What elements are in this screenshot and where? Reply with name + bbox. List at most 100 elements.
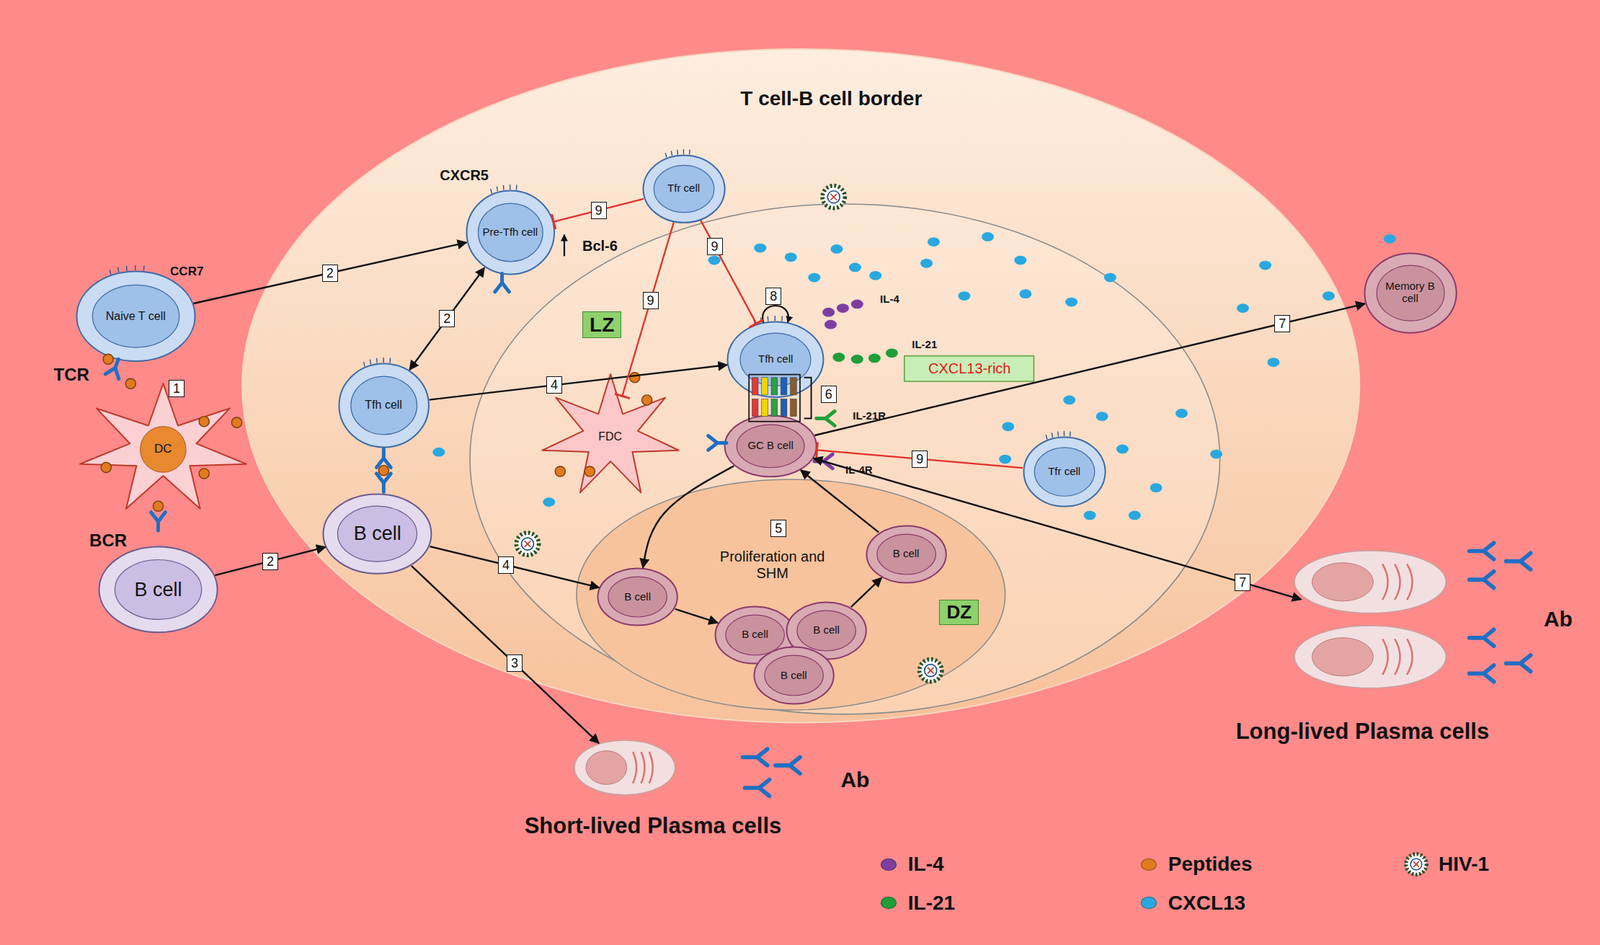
tfr-cell-text: Tfr cell	[667, 182, 700, 195]
inhibition-line	[553, 198, 644, 222]
path	[109, 270, 111, 275]
legend-text: CXCL13	[1168, 891, 1246, 915]
use	[1469, 571, 1495, 589]
use	[1063, 395, 1076, 406]
il21-dots	[832, 348, 899, 364]
cxcl13-dots	[432, 232, 1396, 520]
receptor-name: IL-4R	[845, 463, 873, 476]
use	[784, 252, 798, 262]
text-holder: DZ	[939, 599, 979, 625]
path	[640, 751, 645, 784]
antibody-label: Ab	[840, 767, 870, 793]
ellipse	[1034, 446, 1095, 496]
text-holder: Short-lived Plasma cells	[524, 813, 782, 839]
ellipse	[350, 376, 417, 435]
label-holder: IL-21R	[852, 409, 886, 422]
ellipse	[323, 493, 432, 573]
gc-tfh-cell-text: Tfh cell	[758, 353, 793, 366]
dz-b-cell-text: B cell	[780, 669, 808, 682]
ellipse	[727, 321, 824, 398]
memory-b-cell-text: Memory B cell	[1380, 280, 1440, 305]
ellipse	[114, 560, 202, 620]
dendritic-cell-text: DC	[154, 441, 173, 456]
legend-text: IL-21	[908, 891, 955, 915]
text-holder: B cell	[624, 590, 651, 604]
path	[1382, 639, 1388, 676]
rect	[780, 377, 787, 395]
ellipse	[724, 415, 816, 477]
plasma1-shape	[573, 739, 677, 796]
use	[542, 497, 555, 507]
dendritic-cell: DC	[76, 381, 251, 517]
callout-number: 2	[322, 264, 339, 282]
use	[927, 237, 940, 247]
circle	[140, 425, 187, 473]
path	[126, 265, 128, 271]
label-holder: IL-21	[911, 338, 937, 351]
use	[151, 512, 166, 531]
arrow-line	[814, 303, 1366, 436]
arrow-line	[214, 547, 326, 576]
callout-number: 5	[770, 519, 787, 537]
light-zone-text: LZ	[582, 311, 622, 339]
ellipse	[642, 154, 725, 222]
ellipse	[797, 610, 857, 651]
callout-number: 8	[765, 287, 782, 305]
use	[516, 532, 539, 555]
edge-label-holder: 9	[590, 201, 607, 220]
receptor-name: IL-21R	[852, 409, 886, 422]
callout-number: 4	[498, 556, 514, 574]
cytokine-name: IL-21	[911, 338, 937, 351]
rect	[751, 377, 758, 395]
legend-text: IL-4	[908, 852, 945, 876]
g	[751, 377, 797, 417]
b-cell-text: B cell	[134, 578, 182, 601]
ellipse	[866, 525, 946, 583]
rect	[790, 377, 797, 395]
legend-text: HIV-1	[1438, 852, 1490, 876]
ellipse	[824, 320, 837, 330]
ellipse	[836, 303, 850, 313]
edge-label-holder: 9	[707, 237, 723, 256]
peptides	[100, 353, 653, 511]
use	[1019, 289, 1032, 299]
dz-b-cell: B cell	[865, 524, 948, 584]
callout-number: 9	[911, 450, 928, 468]
text-holder: Memory B cell	[1380, 280, 1440, 305]
path	[541, 374, 679, 493]
edge-label-holder: 2	[262, 552, 279, 571]
arrow-line	[411, 565, 599, 744]
path	[1406, 639, 1412, 676]
use	[1322, 291, 1335, 301]
arrow-line	[409, 267, 485, 370]
path	[676, 149, 679, 155]
callout-number: 3	[506, 654, 523, 672]
callout-number: 7	[1234, 573, 1251, 591]
use	[957, 291, 971, 301]
use	[1104, 273, 1117, 283]
edge-label-holder: 3	[506, 654, 523, 672]
legend-icon	[1403, 851, 1429, 877]
use	[1406, 854, 1428, 875]
ellipse	[242, 49, 1360, 723]
edge-label-holder: 4	[546, 376, 563, 394]
self-loop	[762, 305, 789, 323]
use	[1014, 255, 1027, 266]
use	[1150, 482, 1163, 493]
use	[753, 243, 767, 253]
use	[1096, 411, 1109, 421]
edge-label-holder: 7	[1274, 314, 1291, 333]
use	[1259, 260, 1272, 271]
ellipse	[469, 203, 1221, 715]
path	[80, 383, 247, 509]
text-holder: FDC	[598, 430, 622, 444]
mhc-tcr-bars	[748, 374, 811, 422]
use	[1083, 510, 1097, 521]
use	[1236, 303, 1250, 313]
legend-text: Peptides	[1168, 852, 1253, 876]
use	[1469, 665, 1495, 682]
long-lived-plasma-cells: Long-lived Plasma cells	[1293, 549, 1447, 690]
use	[1267, 357, 1280, 367]
use	[1175, 408, 1188, 419]
